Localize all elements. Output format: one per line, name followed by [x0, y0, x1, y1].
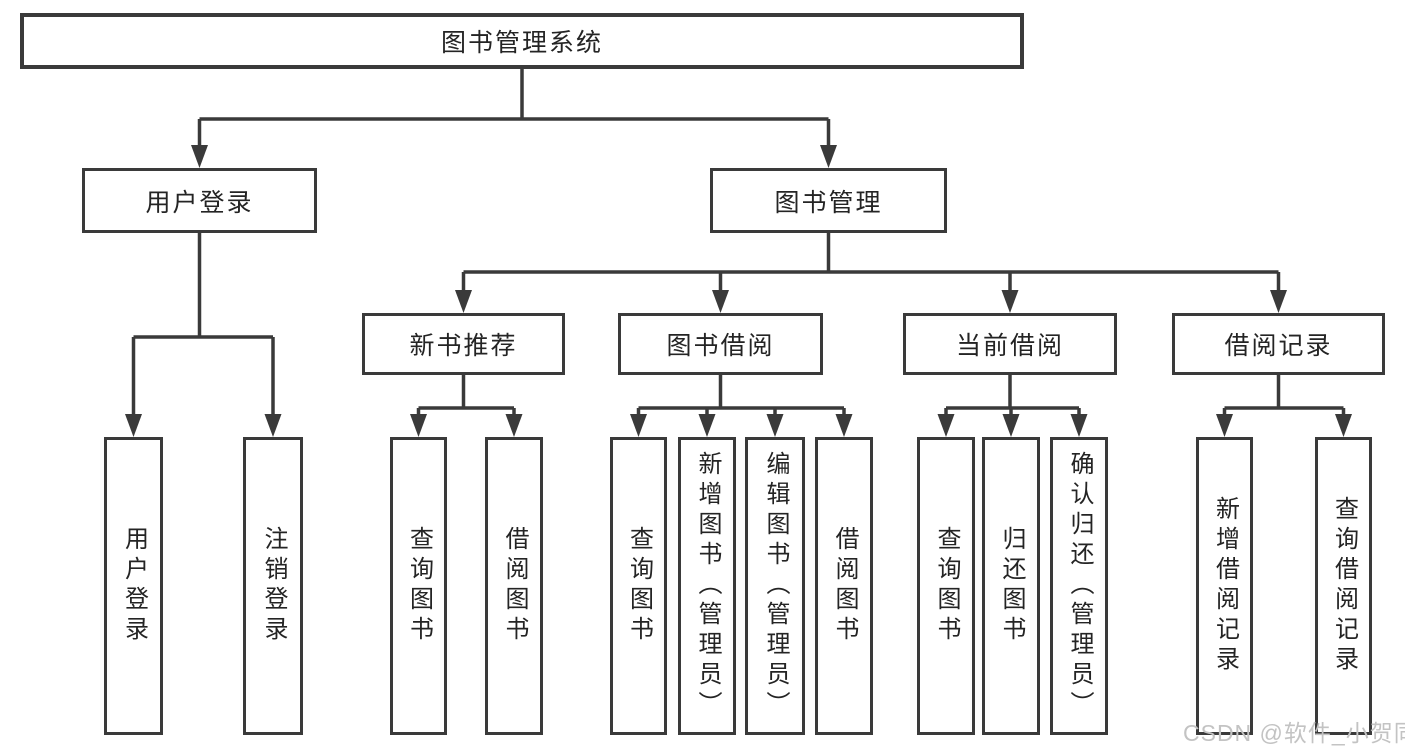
leaf-query-borrow-record: 查询借阅记录 — [1315, 437, 1372, 735]
leaf-borrow-books-borrowing: 借阅图书 — [815, 437, 873, 735]
node-label: 图书管理 — [774, 188, 883, 217]
node-new-book-recommend: 新书推荐 — [362, 313, 565, 375]
node-label: 新增图书（管理员） — [694, 451, 721, 721]
node-label: 编辑图书（管理员） — [762, 451, 789, 721]
node-label: 查询图书 — [405, 526, 433, 646]
node-label: 新增借阅记录 — [1211, 496, 1239, 676]
csdn-watermark: CSDN @软件_小贺同学 — [1183, 720, 1405, 746]
leaf-return-books: 归还图书 — [982, 437, 1040, 735]
node-label: 图书管理系统 — [440, 29, 603, 57]
node-current-borrowing: 当前借阅 — [903, 313, 1117, 375]
node-label: 归还图书 — [998, 526, 1025, 646]
node-user-login-branch: 用户登录 — [82, 168, 317, 233]
node-label: 查询图书 — [933, 526, 960, 646]
node-label: 图书借阅 — [666, 332, 775, 360]
leaf-borrow-books-recommend: 借阅图书 — [485, 437, 543, 735]
leaf-query-books-recommend: 查询图书 — [390, 437, 447, 735]
node-label: 借阅记录 — [1224, 332, 1333, 360]
node-borrowing-records: 借阅记录 — [1172, 313, 1385, 375]
node-label: 借阅图书 — [501, 526, 528, 646]
node-book-borrowing: 图书借阅 — [618, 313, 823, 375]
leaf-user-login: 用户登录 — [104, 437, 163, 735]
leaf-query-books-current: 查询图书 — [917, 437, 975, 735]
node-label: 借阅图书 — [831, 526, 858, 646]
node-root: 图书管理系统 — [20, 13, 1024, 69]
node-book-management-branch: 图书管理 — [710, 168, 947, 233]
leaf-confirm-return-admin: 确认归还（管理员） — [1050, 437, 1108, 735]
leaf-add-book-admin: 新增图书（管理员） — [678, 437, 736, 735]
node-label: 新书推荐 — [409, 332, 518, 360]
leaf-add-borrow-record: 新增借阅记录 — [1196, 437, 1253, 735]
leaf-query-books-borrowing: 查询图书 — [610, 437, 667, 735]
node-label: 用户登录 — [145, 188, 254, 217]
node-label: 查询图书 — [625, 526, 653, 646]
node-label: 查询借阅记录 — [1330, 496, 1358, 676]
node-label: 注销登录 — [260, 526, 287, 646]
node-label: 确认归还（管理员） — [1066, 451, 1093, 721]
leaf-edit-book-admin: 编辑图书（管理员） — [745, 437, 805, 735]
node-label: 用户登录 — [120, 526, 148, 646]
node-label: 当前借阅 — [955, 332, 1064, 360]
leaf-logout: 注销登录 — [243, 437, 303, 735]
